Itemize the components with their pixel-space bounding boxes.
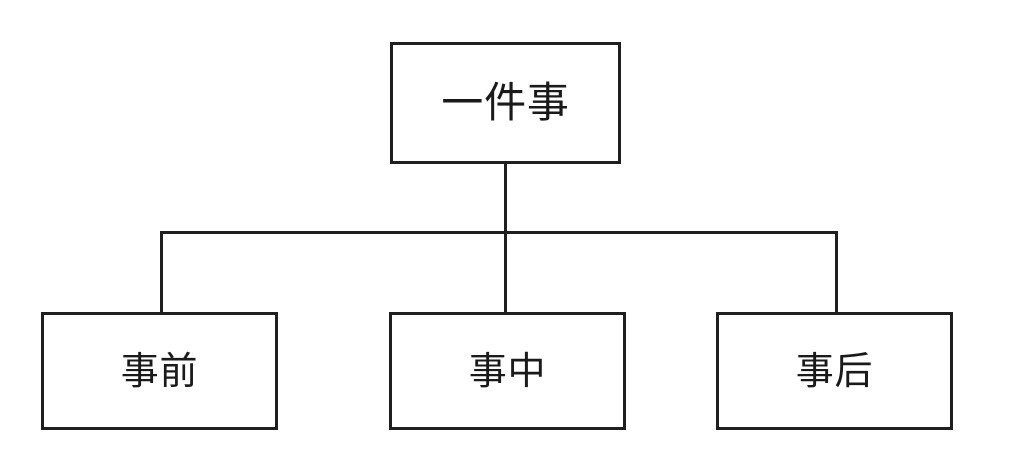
connector-drop-left <box>160 231 163 313</box>
node-child-before[interactable]: 事前 <box>41 312 278 430</box>
node-child-during-label: 事中 <box>468 349 547 393</box>
connector-drop-right <box>835 231 838 313</box>
node-child-after-label: 事后 <box>795 349 874 393</box>
node-root-label: 一件事 <box>441 78 570 127</box>
node-child-after[interactable]: 事后 <box>716 312 953 430</box>
node-child-during[interactable]: 事中 <box>389 312 626 430</box>
connector-horizontal-bus <box>160 231 838 234</box>
node-child-before-label: 事前 <box>120 349 199 393</box>
node-root[interactable]: 一件事 <box>390 42 621 164</box>
connector-root-stem <box>504 163 507 313</box>
